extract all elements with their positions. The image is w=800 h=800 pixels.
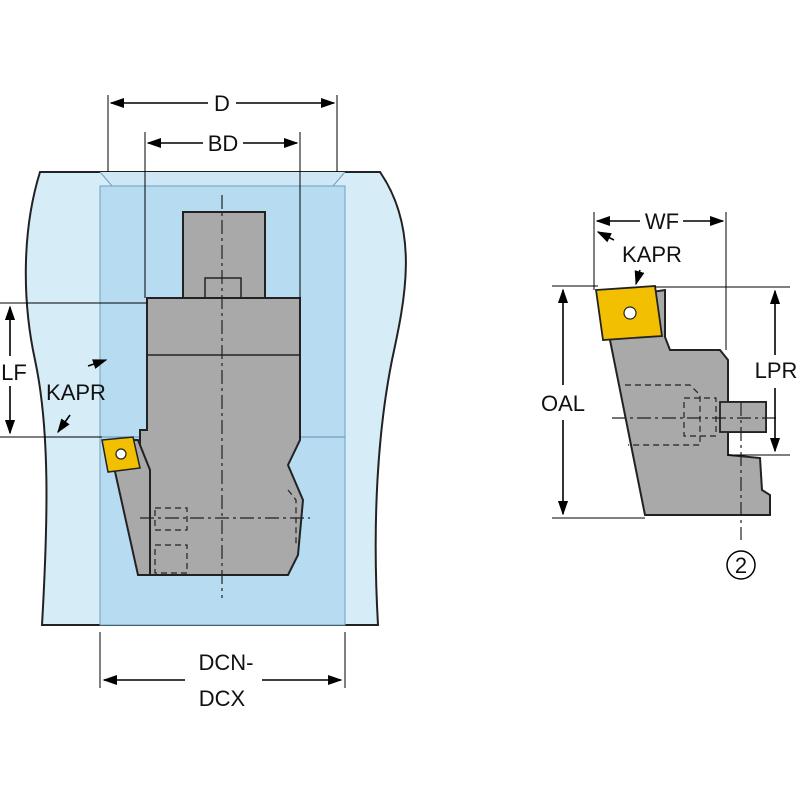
callout-number: 2	[735, 553, 747, 578]
label-lpr: LPR	[755, 358, 798, 383]
insert-left	[101, 436, 141, 473]
insert-right	[594, 285, 664, 341]
label-dcx: DCX	[199, 686, 246, 711]
label-oal: OAL	[541, 391, 585, 416]
label-dcn: DCN-	[199, 650, 254, 675]
label-kapr-left: KAPR	[46, 380, 106, 405]
label-lf: LF	[1, 360, 27, 385]
right-view: 2 WF KAPR OAL LPR	[541, 209, 798, 580]
label-wf: WF	[645, 209, 679, 234]
label-bd: BD	[208, 131, 239, 156]
bore-chamfer	[99, 171, 346, 187]
left-view: D BD LF KAPR DCN- DCX	[0, 91, 407, 711]
label-d: D	[214, 91, 230, 116]
callout-circle	[726, 550, 756, 580]
adjust-screw	[719, 401, 767, 433]
label-kapr-right: KAPR	[622, 242, 682, 267]
tool-head	[139, 297, 305, 576]
